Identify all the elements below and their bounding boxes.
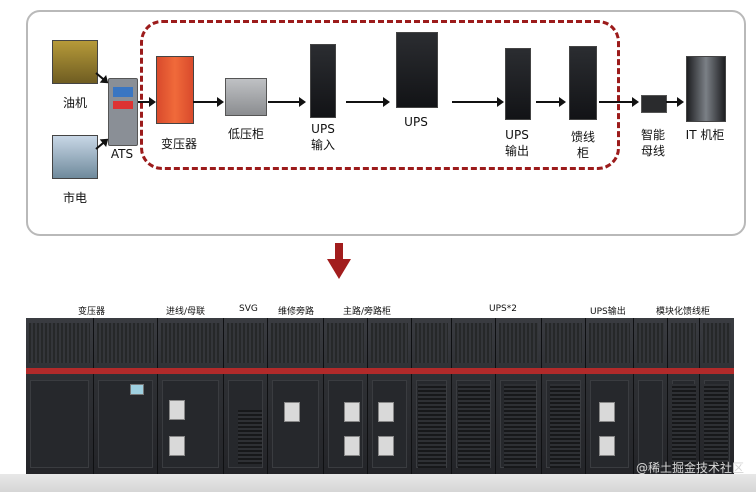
breaker-switch-icon — [169, 400, 185, 420]
arrow-lowvoltage-upsin — [268, 97, 306, 107]
transformer-label: 变压器 — [160, 137, 197, 151]
control-screen-icon — [130, 384, 144, 395]
ups-input-cabinet-image — [310, 44, 336, 118]
breaker-switch-icon — [169, 436, 185, 456]
ups-output-label-2: 输出 — [504, 144, 529, 158]
watermark: @稀土掘金技术社区 — [635, 461, 744, 475]
breaker-switch-icon — [599, 402, 615, 422]
red-accent-band — [26, 368, 734, 374]
mains-label: 市电 — [62, 191, 87, 205]
bottom-label-modular-feeder: 模块化馈线柜 — [656, 307, 711, 317]
transformer-image — [156, 56, 194, 124]
down-arrow-icon — [327, 243, 351, 279]
arrow-ups-upsout — [452, 97, 504, 107]
feeder-label-2: 柜 — [576, 146, 589, 160]
low-voltage-label: 低压柜 — [227, 127, 264, 141]
breaker-switch-icon — [599, 436, 615, 456]
ups-main-label: UPS — [404, 115, 428, 129]
bottom-label-svg: SVG — [239, 304, 258, 314]
ats-label: ATS — [110, 147, 134, 161]
core-boundary — [140, 20, 620, 170]
mains-grid-image — [52, 135, 98, 179]
arrow-feeder-busway — [599, 97, 639, 107]
floor — [0, 474, 756, 492]
feeder-label-1: 馈线 — [570, 130, 595, 144]
bottom-label-ups2: UPS*2 — [489, 304, 517, 314]
breaker-switch-icon — [344, 402, 360, 422]
bottom-label-maint-bypass: 维修旁路 — [278, 307, 315, 317]
ups-module-vent — [458, 384, 490, 468]
bottom-label-incoming: 进线/母联 — [166, 307, 206, 317]
breaker-switch-icon — [344, 436, 360, 456]
ups-main-cabinet-image — [396, 32, 438, 108]
arrow-upsin-ups — [346, 97, 390, 107]
ats-cabinet-image — [108, 78, 138, 146]
arrow-transformer-lowvoltage — [193, 97, 224, 107]
breaker-switch-icon — [378, 436, 394, 456]
breaker-switch-icon — [284, 402, 300, 422]
breaker-switch-icon — [378, 402, 394, 422]
bottom-label-transformer: 变压器 — [78, 307, 106, 317]
bottom-label-main-bypass: 主路/旁路柜 — [343, 307, 392, 317]
diesel-label: 油机 — [62, 96, 87, 110]
feeder-module-vent — [672, 384, 696, 468]
arrow-busway-itrack — [666, 97, 684, 107]
svg-module-vent — [238, 410, 262, 464]
low-voltage-cabinet-image — [225, 78, 267, 116]
arrow-upsout-feeder — [536, 97, 566, 107]
flow-panel — [26, 10, 746, 236]
ups-input-label-2: 输入 — [310, 138, 335, 152]
ups-module-vent — [550, 384, 580, 468]
diesel-generator-image — [52, 40, 98, 84]
smart-busway-image — [641, 95, 667, 113]
ups-input-label-1: UPS — [311, 122, 335, 136]
feeder-module-vent — [704, 384, 728, 468]
ups-module-vent — [504, 384, 536, 468]
busway-label-2: 母线 — [640, 144, 665, 158]
it-rack-label: IT 机柜 — [685, 128, 725, 142]
feeder-cabinet-image — [569, 46, 597, 120]
it-rack-image — [686, 56, 726, 122]
ups-module-vent — [418, 384, 446, 468]
ups-output-cabinet-image — [505, 48, 531, 120]
busway-label-1: 智能 — [640, 128, 665, 142]
bottom-label-ups-out: UPS输出 — [590, 307, 626, 317]
ups-output-label-1: UPS — [505, 128, 529, 142]
arrow-ats-transformer — [138, 97, 156, 107]
cabinet-lineup — [26, 318, 734, 478]
